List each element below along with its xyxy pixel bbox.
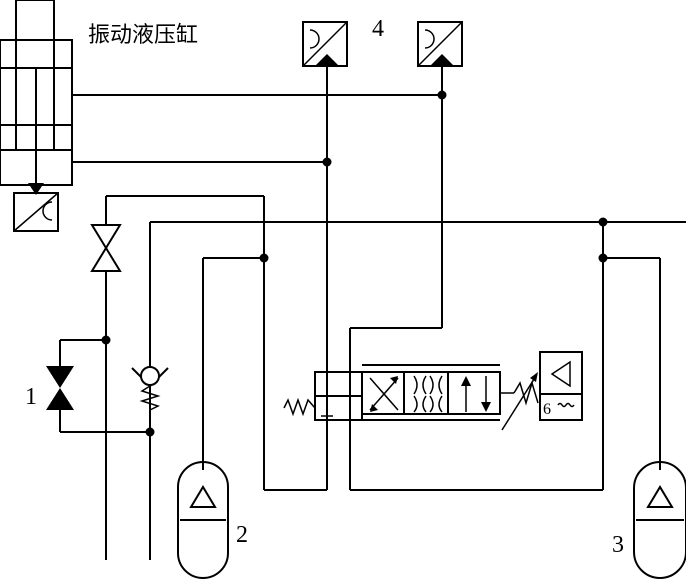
check-valve <box>131 366 169 411</box>
cylinder-title: 振动液压缸 <box>88 23 198 48</box>
label-6: 6 <box>543 401 551 418</box>
cylinder-rod <box>15 0 55 41</box>
servo-valve <box>283 351 583 431</box>
label-2: 2 <box>236 522 248 548</box>
pressure-sensor-right <box>417 21 463 67</box>
valve-1 <box>46 366 74 410</box>
pressure-sensor-left <box>302 21 348 67</box>
label-1: 1 <box>25 384 37 410</box>
label-4: 4 <box>372 16 384 42</box>
cylinder-sensor-box <box>13 192 59 232</box>
accumulator-2 <box>177 461 229 579</box>
accumulator-3 <box>633 461 686 579</box>
gate-valve <box>90 224 122 272</box>
vibration-cylinder <box>0 0 73 232</box>
solenoid-box <box>539 351 583 421</box>
label-3: 3 <box>612 532 624 558</box>
